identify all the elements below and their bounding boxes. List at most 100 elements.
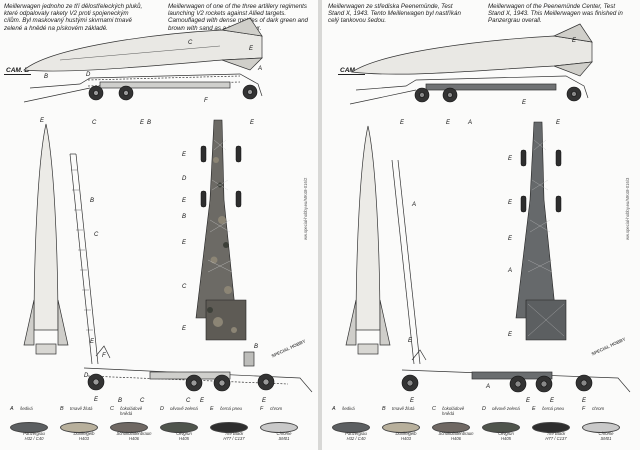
left-caption-czech: Meillerwagen jednoho ze tří dělostřeleck… bbox=[4, 3, 143, 32]
color-chip bbox=[332, 422, 370, 433]
left-label: B bbox=[147, 120, 151, 126]
right-label: E bbox=[522, 100, 527, 106]
right-reference-note: ww.special-hobby.eu/MK48-016/3 bbox=[625, 177, 630, 240]
legend-text: Panzergrau H32 / C40 bbox=[23, 431, 45, 441]
color-chip bbox=[260, 422, 298, 433]
right-caption-english: Meillerwagen of the Peenemünde Center, T… bbox=[488, 3, 623, 25]
right-drawings: E E E A E E E E E A E A E E E E A E bbox=[345, 23, 631, 404]
left-bottom-trailer bbox=[83, 345, 313, 393]
left-label: B bbox=[90, 198, 94, 204]
right-label: A bbox=[467, 120, 472, 126]
legend-text: Schokoladenbraun H406 bbox=[116, 431, 152, 441]
left-label: E bbox=[262, 398, 267, 404]
color-chip bbox=[60, 422, 98, 433]
left-label: F bbox=[204, 98, 208, 104]
right-label: A bbox=[507, 268, 512, 274]
left-label: E bbox=[94, 397, 99, 403]
legend-text: Schokoladenbraun H406 bbox=[438, 431, 474, 441]
color-chip bbox=[10, 422, 48, 433]
left-label: B bbox=[44, 74, 48, 80]
left-label: C bbox=[188, 40, 193, 46]
left-callout-letters: E A C B D E F B C E E D E B E C E E B C … bbox=[40, 40, 267, 404]
left-label: F bbox=[102, 353, 106, 359]
right-label: E bbox=[550, 398, 555, 404]
right-side-rocket bbox=[351, 23, 593, 77]
right-label: E bbox=[508, 200, 513, 206]
legend-text: Olivgrün H405 bbox=[498, 431, 514, 441]
left-erector-arm bbox=[69, 153, 99, 365]
left-label: B bbox=[118, 398, 122, 404]
left-label: C bbox=[94, 232, 99, 238]
left-label: E bbox=[250, 120, 255, 126]
color-chip bbox=[382, 422, 420, 433]
left-label: E bbox=[182, 240, 187, 246]
color-chip bbox=[160, 422, 198, 433]
legend-text: Panzergrau H32 / C40 bbox=[345, 431, 367, 441]
color-chip bbox=[110, 422, 148, 433]
left-reference-note: ww.special-hobby.eu/MK48-016/2 bbox=[303, 177, 308, 240]
color-chip bbox=[532, 422, 570, 433]
legend-text: Tire Black H77 / C137 bbox=[545, 431, 567, 441]
right-label: E bbox=[572, 38, 577, 44]
left-plan-rocket bbox=[23, 123, 69, 355]
left-label: B bbox=[254, 344, 258, 350]
right-label: E bbox=[446, 120, 451, 126]
right-callout-letters: E E E A E E E E E A E A E E E E A E bbox=[400, 38, 587, 404]
left-label: A bbox=[257, 66, 262, 72]
page-gutter bbox=[318, 0, 322, 450]
right-profile-sheet: Meillerwagen ze střediska Peenemünde, Te… bbox=[322, 0, 640, 450]
right-label: E bbox=[526, 398, 531, 404]
legend-text: Tire Black H77 / C137 bbox=[223, 431, 245, 441]
right-label: E bbox=[400, 120, 405, 126]
left-label: D bbox=[84, 373, 89, 379]
left-label: C bbox=[186, 398, 191, 404]
right-label: E bbox=[508, 156, 513, 162]
left-label: E bbox=[40, 118, 45, 124]
legend-text: Olivgrün H405 bbox=[176, 431, 192, 441]
right-label: E bbox=[410, 398, 415, 404]
legend-text: Chrome SM01 bbox=[598, 431, 614, 441]
left-label: E bbox=[140, 120, 145, 126]
right-label: A bbox=[485, 384, 490, 390]
paint-legend-right: A šedivá Panzergrau H32 / C40 B tmavě žl… bbox=[322, 406, 640, 450]
left-label: E bbox=[90, 339, 95, 345]
left-label: D bbox=[182, 176, 187, 182]
right-bottom-wheels bbox=[401, 374, 593, 393]
right-label: E bbox=[508, 332, 513, 338]
left-side-trailer bbox=[23, 73, 263, 103]
right-camo-label: CAM. C bbox=[338, 67, 366, 75]
left-plan-trailer bbox=[195, 119, 247, 341]
right-plan-wheels bbox=[520, 149, 562, 213]
left-label: E bbox=[182, 198, 187, 204]
legend-text: Chrome SM01 bbox=[276, 431, 292, 441]
right-label: E bbox=[508, 236, 513, 242]
left-label: C bbox=[140, 398, 145, 404]
left-profile-sheet: Meillerwagen jednoho ze tří dělostřeleck… bbox=[0, 0, 318, 450]
right-label: E bbox=[556, 120, 561, 126]
color-chip bbox=[210, 422, 248, 433]
right-label: E bbox=[408, 338, 413, 344]
color-chip bbox=[582, 422, 620, 433]
color-chip bbox=[482, 422, 520, 433]
left-label: D bbox=[86, 72, 91, 78]
left-bottom-wheels bbox=[87, 373, 275, 392]
color-chip bbox=[432, 422, 470, 433]
left-label: B bbox=[182, 214, 186, 220]
right-erector-arm bbox=[391, 159, 421, 365]
right-label: A bbox=[411, 202, 416, 208]
left-label: E bbox=[249, 46, 254, 52]
left-plan-wheels bbox=[200, 145, 242, 208]
left-side-rocket bbox=[23, 17, 263, 72]
right-caption-czech: Meillerwagen ze střediska Peenemünde, Te… bbox=[328, 3, 461, 25]
left-label: C bbox=[92, 120, 97, 126]
left-label: E bbox=[182, 152, 187, 158]
left-camo-label: CAM. B bbox=[4, 67, 32, 75]
right-label: E bbox=[582, 398, 587, 404]
legend-text: Dunkelgelb H403 bbox=[395, 431, 417, 441]
left-label: E bbox=[200, 398, 205, 404]
left-side-wheels bbox=[88, 84, 258, 101]
right-side-trailer bbox=[349, 75, 589, 105]
legend-text: Dunkelgelb H403 bbox=[73, 431, 95, 441]
right-plan-rocket bbox=[345, 125, 391, 355]
right-plan-trailer bbox=[515, 121, 567, 341]
